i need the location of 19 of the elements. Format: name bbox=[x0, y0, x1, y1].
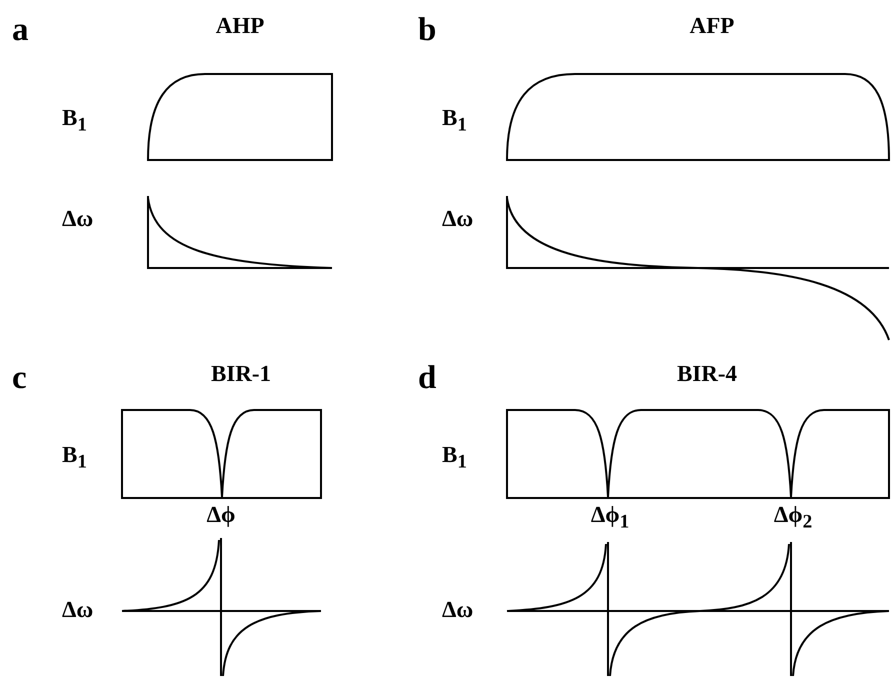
panel-title: BIR-4 bbox=[676, 362, 738, 385]
panel-letter: d bbox=[418, 362, 436, 395]
axis-label: Δω bbox=[62, 207, 94, 230]
panel-title: BIR-1 bbox=[210, 362, 272, 385]
panel-letter: c bbox=[12, 362, 27, 395]
phase-label: Δϕ$_{1}$ bbox=[590, 503, 630, 532]
axis-label: B$_{1}$ bbox=[442, 443, 467, 472]
panel-title: AFP bbox=[690, 14, 734, 37]
phase-label: Δϕ bbox=[206, 503, 236, 526]
panel-title: AHP bbox=[216, 14, 264, 37]
axis-label: Δω bbox=[442, 207, 474, 230]
axis-label: B$_{1}$ bbox=[442, 106, 467, 135]
axis-label: Δω bbox=[62, 598, 94, 621]
panel-letter: a bbox=[12, 14, 28, 47]
axis-label: B$_{1}$ bbox=[62, 106, 87, 135]
phase-label: Δϕ$_{2}$ bbox=[774, 503, 812, 532]
axis-label: B$_{1}$ bbox=[62, 443, 87, 472]
axis-label: Δω bbox=[442, 598, 474, 621]
panel-letter: b bbox=[418, 14, 436, 47]
